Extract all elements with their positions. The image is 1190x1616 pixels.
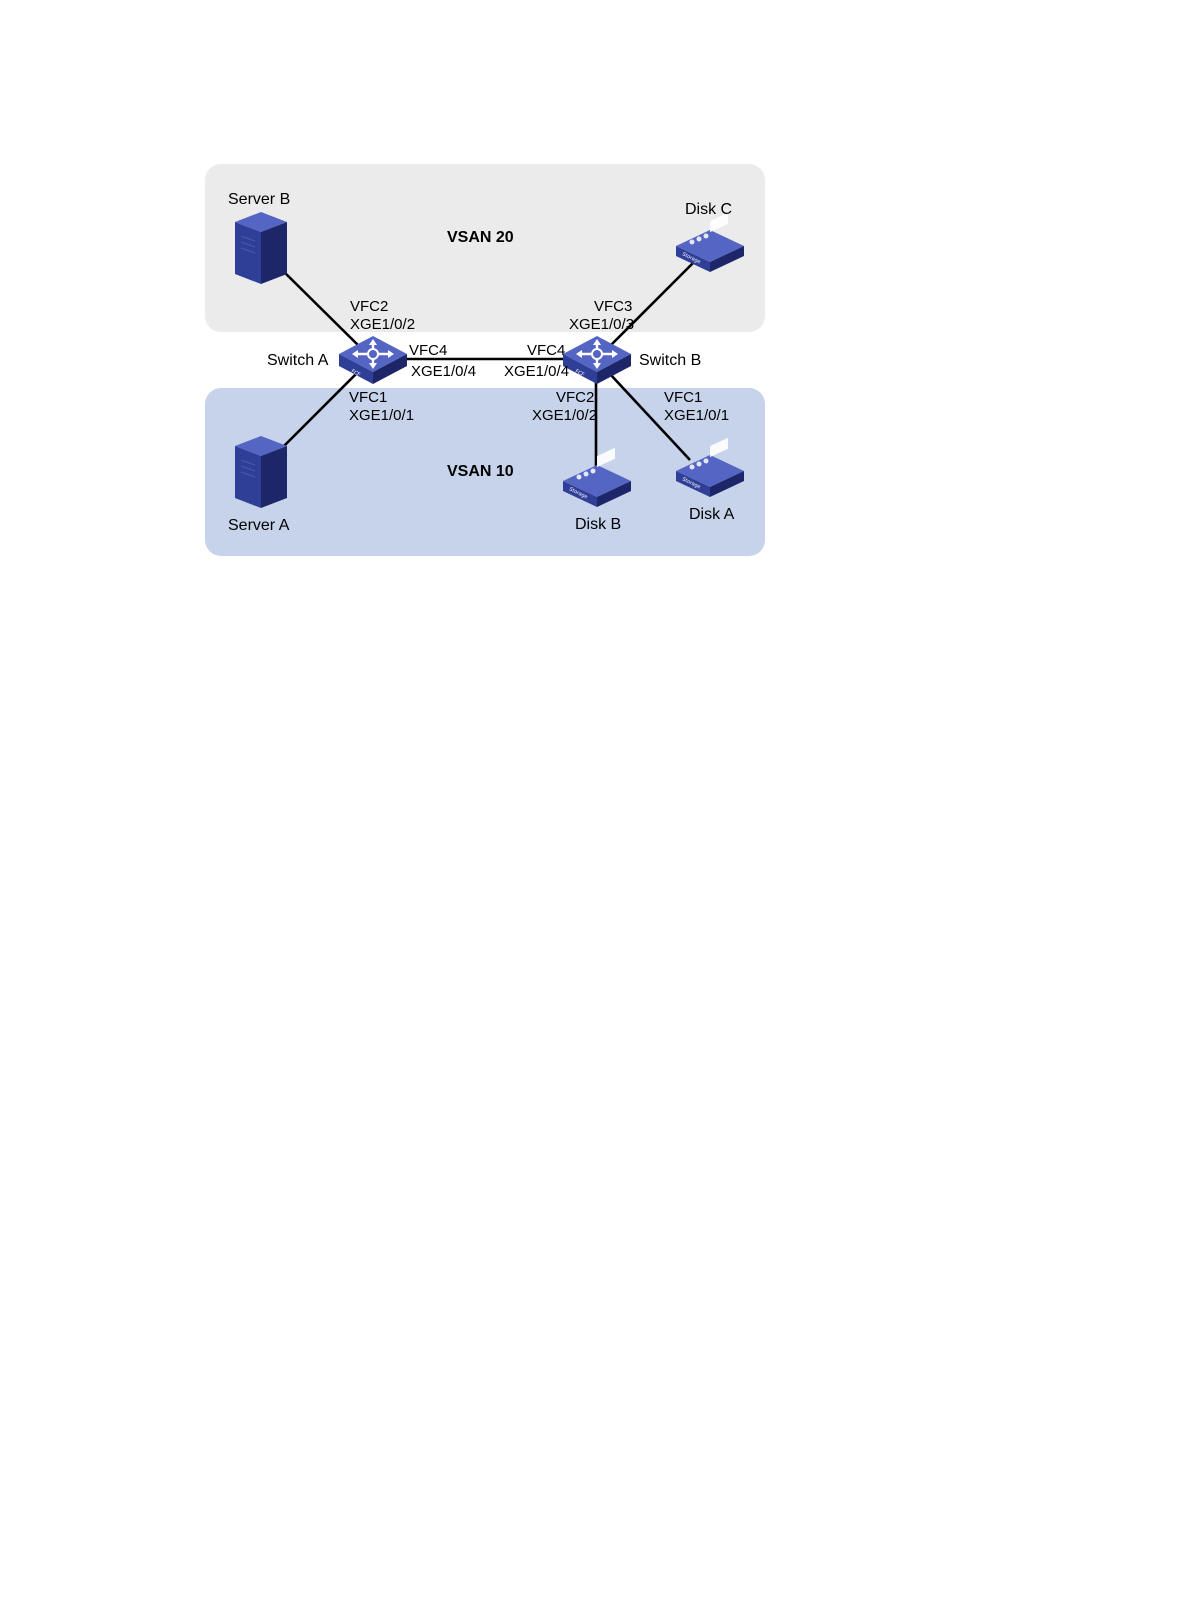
switch-b-label: Switch B xyxy=(639,352,701,369)
vsan10-label: VSAN 10 xyxy=(447,463,514,480)
server-b-label: Server B xyxy=(228,191,290,208)
server-b-icon xyxy=(235,212,287,284)
vsan20-label: VSAN 20 xyxy=(447,229,514,246)
disk-b-label: Disk B xyxy=(575,516,621,533)
disk-a-label: Disk A xyxy=(689,506,735,523)
port-b-disk-c-vfc: VFC3 xyxy=(594,298,632,315)
switch-b-icon: FCF xyxy=(563,336,631,384)
port-b-disk-b-xge: XGE1/0/2 xyxy=(532,407,597,424)
port-a-server-a-vfc: VFC1 xyxy=(349,389,387,406)
port-b-disk-a-xge: XGE1/0/1 xyxy=(664,407,729,424)
port-a-server-a-xge: XGE1/0/1 xyxy=(349,407,414,424)
port-a-server-b-xge: XGE1/0/2 xyxy=(350,316,415,333)
switch-a-icon: FCF xyxy=(339,336,407,384)
port-b-disk-b-vfc: VFC2 xyxy=(556,389,594,406)
disk-c-label: Disk C xyxy=(685,201,732,218)
port-a-b-xge: XGE1/0/4 xyxy=(411,363,476,380)
switch-a-label: Switch A xyxy=(267,352,329,369)
port-a-server-b-vfc: VFC2 xyxy=(350,298,388,315)
port-b-a-vfc: VFC4 xyxy=(527,342,565,359)
server-a-label: Server A xyxy=(228,517,290,534)
port-b-disk-c-xge: XGE1/0/3 xyxy=(569,316,634,333)
port-b-a-xge: XGE1/0/4 xyxy=(504,363,569,380)
port-a-b-vfc: VFC4 xyxy=(409,342,447,359)
port-b-disk-a-vfc: VFC1 xyxy=(664,389,702,406)
server-a-icon xyxy=(235,436,287,508)
